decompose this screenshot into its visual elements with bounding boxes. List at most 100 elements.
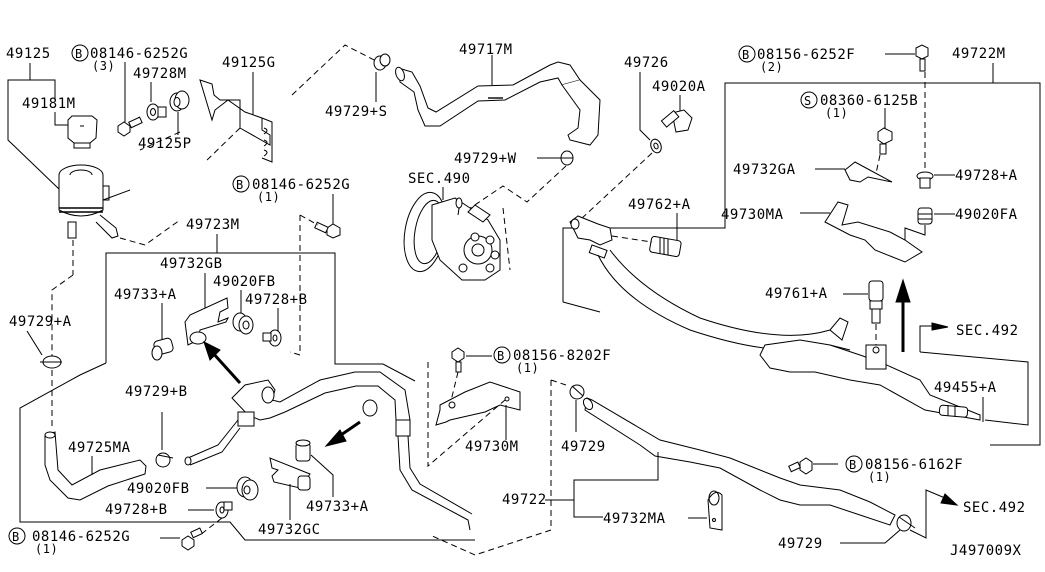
part-label-49020FA[interactable]: 49020FA (955, 207, 1018, 223)
bolt-letter: B (236, 178, 244, 192)
return-pipe-icon (231, 371, 411, 436)
part-label-08146-6252G-mid[interactable]: 08146-6252G (252, 177, 350, 193)
bolt-letter: B (12, 530, 20, 544)
leader-line (545, 452, 659, 501)
grommet-49728A-icon (916, 171, 934, 189)
connection-line (51, 274, 74, 360)
part-label-49762-A[interactable]: 49762+A (628, 197, 691, 213)
grommet-49728B-lower-icon (215, 501, 233, 519)
connection-line (427, 362, 506, 468)
section-label-SEC-492-top[interactable]: SEC.492 (956, 323, 1019, 339)
box-outline (105, 252, 416, 382)
part-label-49125P[interactable]: 49125P (138, 136, 192, 152)
part-label-49722[interactable]: 49722 (502, 492, 547, 508)
part-label-49730M[interactable]: 49730M (465, 439, 519, 455)
reservoir-tank-icon (58, 164, 119, 239)
part-label-49125G[interactable]: 49125G (222, 55, 276, 71)
section-label-SEC-490[interactable]: SEC.490 (408, 171, 471, 187)
assembly-box-49722M: 49722M B 08156-6252F (2) S 08360-6125B (… (562, 44, 1041, 446)
quantity-label: (1) (516, 361, 539, 375)
leader-line (639, 72, 651, 141)
connection-line (579, 152, 653, 221)
high-pressure-hose (597, 254, 851, 351)
part-label-49733-A-top[interactable]: 49733+A (114, 287, 177, 303)
part-label-49020FB-bottom[interactable]: 49020FB (127, 481, 190, 497)
hose-clamp-49729B-icon (155, 452, 174, 468)
assembly-box-49723M: 49723M 49732GB 49020FB 49728+B 49733+A (19, 217, 475, 541)
connection-line (291, 44, 379, 96)
connection-line (199, 517, 223, 536)
bolt-icon (181, 527, 203, 551)
part-label-08156-8202F[interactable]: 08156-8202F (513, 348, 611, 364)
part-label-49181M[interactable]: 49181M (22, 96, 76, 112)
part-label-49728-B-bottom[interactable]: 49728+B (105, 502, 168, 518)
screw-circle-icon (800, 91, 818, 109)
bolt-letter: B (75, 47, 83, 61)
quantity-label: (1) (825, 106, 848, 120)
pipe-fitting-49455A-icon (938, 404, 969, 418)
bolt-icon (915, 44, 929, 72)
connection-line (139, 131, 181, 151)
part-label-49723M[interactable]: 49723M (186, 217, 240, 233)
part-label-49725MA[interactable]: 49725MA (68, 440, 131, 456)
connection-line (611, 235, 653, 243)
part-label-08156-6252F[interactable]: 08156-6252F (757, 47, 855, 63)
part-label-49729-W[interactable]: 49729+W (454, 151, 517, 167)
part-label-49020FB-top[interactable]: 49020FB (213, 274, 276, 290)
part-label-49728-A[interactable]: 49728+A (955, 168, 1018, 184)
screw-letter: S (804, 94, 812, 108)
part-label-08146-6252G[interactable]: 08146-6252G (90, 46, 188, 62)
part-label-49726-top[interactable]: 49726 (624, 55, 669, 71)
part-label-08146-6252G-bottom[interactable]: 08146-6252G (32, 529, 130, 545)
part-label-49717M[interactable]: 49717M (459, 42, 513, 58)
connection-line (299, 214, 319, 226)
leader-line (840, 529, 901, 544)
sleeve-49733A-lower-icon (295, 439, 311, 491)
pipe-assembly-icon (759, 339, 981, 421)
box-outline (562, 301, 601, 313)
hose-end-icon (44, 431, 56, 439)
part-label-49729-mid[interactable]: 49729 (561, 439, 606, 455)
part-label-49729-bottom[interactable]: 49729 (778, 536, 823, 552)
quantity-label: (2) (760, 60, 783, 74)
part-label-49728M[interactable]: 49728M (133, 66, 187, 82)
part-label-49732GC[interactable]: 49732GC (258, 522, 321, 538)
part-label-08156-6162F[interactable]: 08156-6162F (865, 457, 963, 473)
bolt-08146-6252G-mid: B 08146-6252G (1) (232, 175, 350, 356)
part-label-49722M[interactable]: 49722M (952, 46, 1006, 62)
part-label-49729-S[interactable]: 49729+S (325, 104, 388, 120)
return-pipe-line (407, 435, 473, 515)
bolt-icon (788, 457, 813, 475)
bolt-08146-6252G-top: B 08146-6252G (3) (71, 44, 188, 137)
section-label-SEC-492-bottom[interactable]: SEC.492 (963, 500, 1026, 516)
part-label-08360-6125B[interactable]: 08360-6125B (820, 93, 918, 109)
part-label-49732GB[interactable]: 49732GB (160, 256, 223, 272)
grommet-49728B-icon (262, 329, 282, 347)
part-label-49732MA[interactable]: 49732MA (603, 511, 666, 527)
sleeve-49733A-icon (151, 337, 174, 361)
part-label-49729-A[interactable]: 49729+A (9, 314, 72, 330)
part-label-49020A[interactable]: 49020A (652, 79, 706, 95)
connection-line (550, 379, 567, 386)
pipe-mount-icon (362, 399, 378, 417)
reservoir-cap-icon (67, 115, 98, 149)
return-hose-icon (584, 397, 896, 526)
connection-line (449, 371, 459, 406)
washer-49726-icon (650, 138, 662, 154)
quantity-label: (1) (35, 542, 58, 556)
power-steering-pump-icon (403, 191, 501, 281)
part-label-49125[interactable]: 49125 (6, 46, 51, 62)
part-label-49728-B-top[interactable]: 49728+B (245, 292, 308, 308)
screw-icon (877, 127, 893, 155)
bushing-49020FA-icon (917, 207, 933, 225)
return-pipe-line (187, 419, 239, 459)
part-label-49730MA[interactable]: 49730MA (721, 207, 784, 223)
part-label-49455-A[interactable]: 49455+A (934, 380, 997, 396)
part-label-49733-A-bottom[interactable]: 49733+A (306, 499, 369, 515)
pipe-end-icon (184, 456, 192, 466)
clip-ring-icon (189, 331, 207, 345)
connection-line (502, 207, 511, 271)
part-label-49761-A[interactable]: 49761+A (765, 286, 828, 302)
part-label-49729-B[interactable]: 49729+B (125, 384, 188, 400)
part-label-49732GA[interactable]: 49732GA (733, 162, 796, 178)
